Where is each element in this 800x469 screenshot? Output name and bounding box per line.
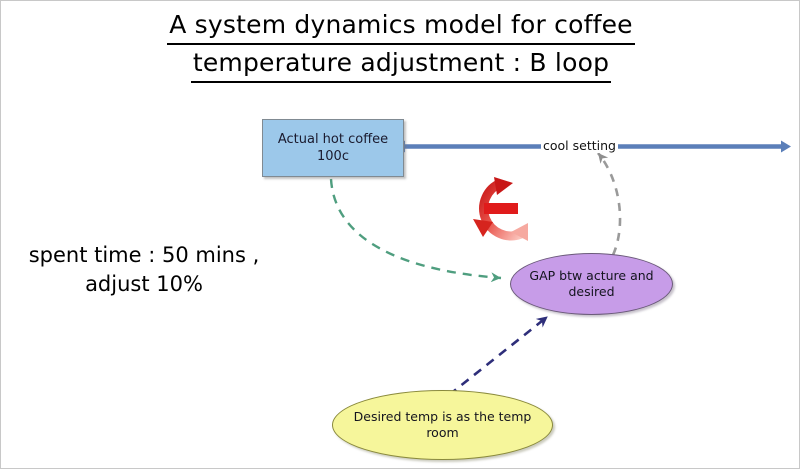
node-gap-line-2: desired bbox=[568, 284, 615, 299]
annotation-spent-time: spent time : 50 mins , adjust 10% bbox=[9, 241, 279, 299]
node-actual-hot-coffee-line-1: Actual hot coffee bbox=[277, 132, 389, 147]
node-desired-temp[interactable]: Desired temp is as the temp room bbox=[332, 390, 553, 460]
node-actual-hot-coffee-line-2: 100c bbox=[317, 149, 349, 164]
annotation-line-1: spent time : 50 mins , bbox=[28, 243, 260, 267]
gap-to-cool-setting-arrow bbox=[596, 152, 622, 256]
node-desired-temp-line-2: room bbox=[426, 425, 459, 440]
annotation-line-2: adjust 10% bbox=[85, 272, 203, 296]
node-desired-temp-line-1: Desired temp is as the temp bbox=[353, 409, 532, 424]
coffee-to-gap-arrow bbox=[329, 178, 502, 283]
node-actual-hot-coffee[interactable]: Actual hot coffee 100c bbox=[262, 119, 404, 177]
page-title-line-2: temperature adjustment : B loop bbox=[190, 45, 612, 83]
node-gap-line-1: GAP btw acture and bbox=[529, 268, 654, 283]
page-title: A system dynamics model for coffee tempe… bbox=[1, 7, 799, 83]
node-gap-btw-actual-and-desired[interactable]: GAP btw acture and desired bbox=[510, 253, 673, 315]
page-title-line-1: A system dynamics model for coffee bbox=[167, 7, 635, 45]
desired-to-gap-arrow bbox=[448, 315, 548, 397]
edge-label-cool-setting: cool setting bbox=[541, 138, 618, 153]
balancing-loop-icon bbox=[473, 177, 528, 241]
